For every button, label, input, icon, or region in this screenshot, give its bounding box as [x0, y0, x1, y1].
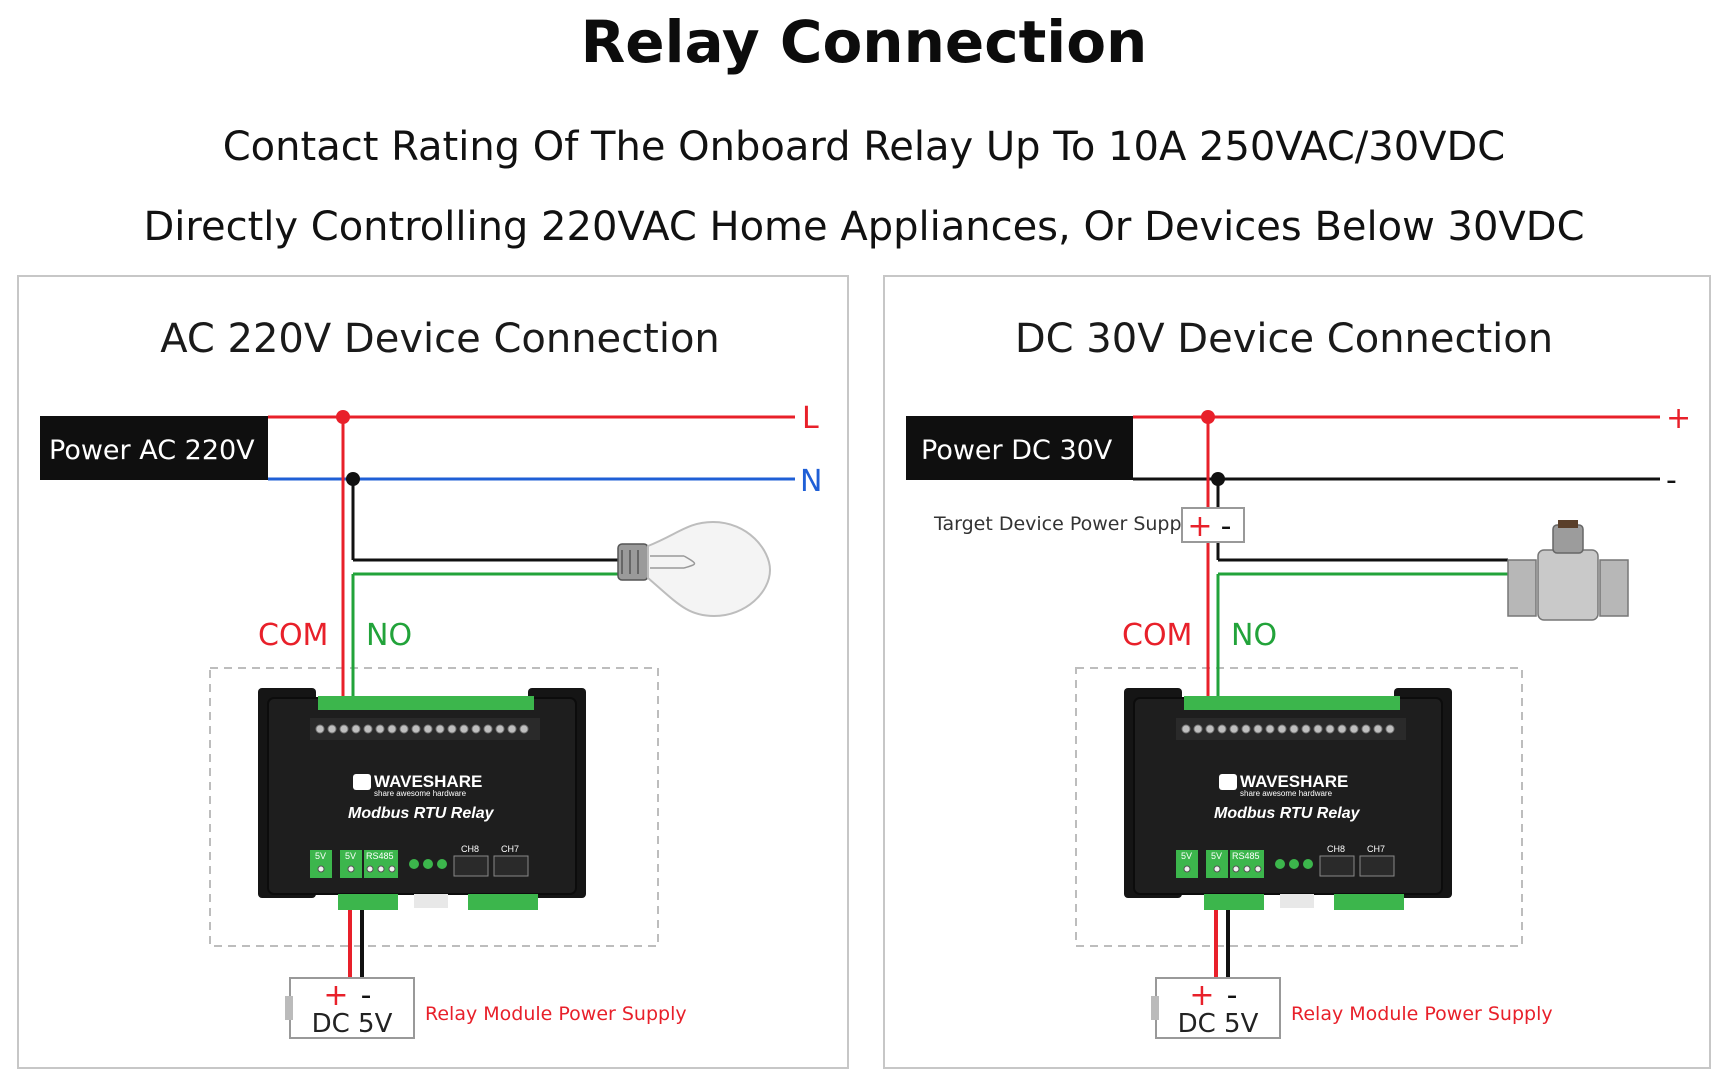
module-outline [1075, 667, 1523, 947]
supply-minus: - [361, 978, 372, 1013]
target-plus: + [1187, 509, 1212, 544]
power-source-box [906, 416, 1133, 480]
junction-dot [1201, 410, 1215, 424]
relay-module: 5V 5V RS485 CH8 CH7 [257, 687, 587, 911]
junction-dot [346, 472, 360, 486]
line-label-l: L [802, 401, 819, 436]
dc-5v-supply-box [1155, 977, 1281, 1039]
supply-plus: + [1189, 978, 1214, 1013]
power-source-box [40, 416, 268, 480]
junction-dot [1211, 472, 1225, 486]
panel-frame [883, 275, 1711, 1069]
panel-ac-220v: AC 220V Device Connection Power AC 220V … [17, 275, 849, 1069]
no-label: NO [1231, 618, 1277, 653]
port-rs485-label: RS485 [1232, 851, 1260, 861]
com-label: COM [1122, 618, 1192, 653]
line-label-n: N [800, 464, 822, 499]
port-5v-label: 5V [1181, 851, 1192, 861]
target-supply-label: Target Device Power Supply [933, 513, 1198, 535]
subtitle-control-scope: Directly Controlling 220VAC Home Applian… [143, 204, 1585, 250]
relay-module: 5V 5V RS485 CH8 CH7 [1123, 687, 1453, 911]
ch7-label: CH7 [501, 844, 519, 854]
power-source-label: Power DC 30V [921, 435, 1113, 466]
panel-title: AC 220V Device Connection [160, 316, 720, 362]
supply-connector [1151, 996, 1159, 1020]
supply-connector [285, 996, 293, 1020]
ch7-label: CH7 [1367, 844, 1385, 854]
page-title: Relay Connection [580, 8, 1148, 76]
ch8-label: CH8 [1327, 844, 1345, 854]
supply-plus: + [323, 978, 348, 1013]
target-minus: - [1221, 509, 1232, 544]
panel-title: DC 30V Device Connection [1015, 316, 1553, 362]
panel-frame [17, 275, 849, 1069]
port-5v-label: 5V [1211, 851, 1222, 861]
junction-dot [336, 410, 350, 424]
target-supply-box [1181, 507, 1245, 543]
ch8-label: CH8 [461, 844, 479, 854]
supply-caption: Relay Module Power Supply [1291, 1003, 1553, 1025]
panel-dc-30v: DC 30V Device Connection Power DC 30V + … [883, 275, 1711, 1069]
module-outline [209, 667, 659, 947]
port-rs485-label: RS485 [366, 851, 394, 861]
supply-label: DC 5V [1178, 1009, 1259, 1039]
line-label-plus: + [1666, 401, 1691, 436]
power-source-label: Power AC 220V [49, 435, 255, 466]
no-label: NO [366, 618, 412, 653]
supply-caption: Relay Module Power Supply [425, 1003, 687, 1025]
subtitle-contact-rating: Contact Rating Of The Onboard Relay Up T… [222, 124, 1506, 170]
port-5v-label: 5V [345, 851, 356, 861]
line-label-minus: - [1666, 463, 1677, 498]
supply-minus: - [1227, 978, 1238, 1013]
com-label: COM [258, 618, 328, 653]
port-5v-label: 5V [315, 851, 326, 861]
supply-label: DC 5V [312, 1009, 393, 1039]
